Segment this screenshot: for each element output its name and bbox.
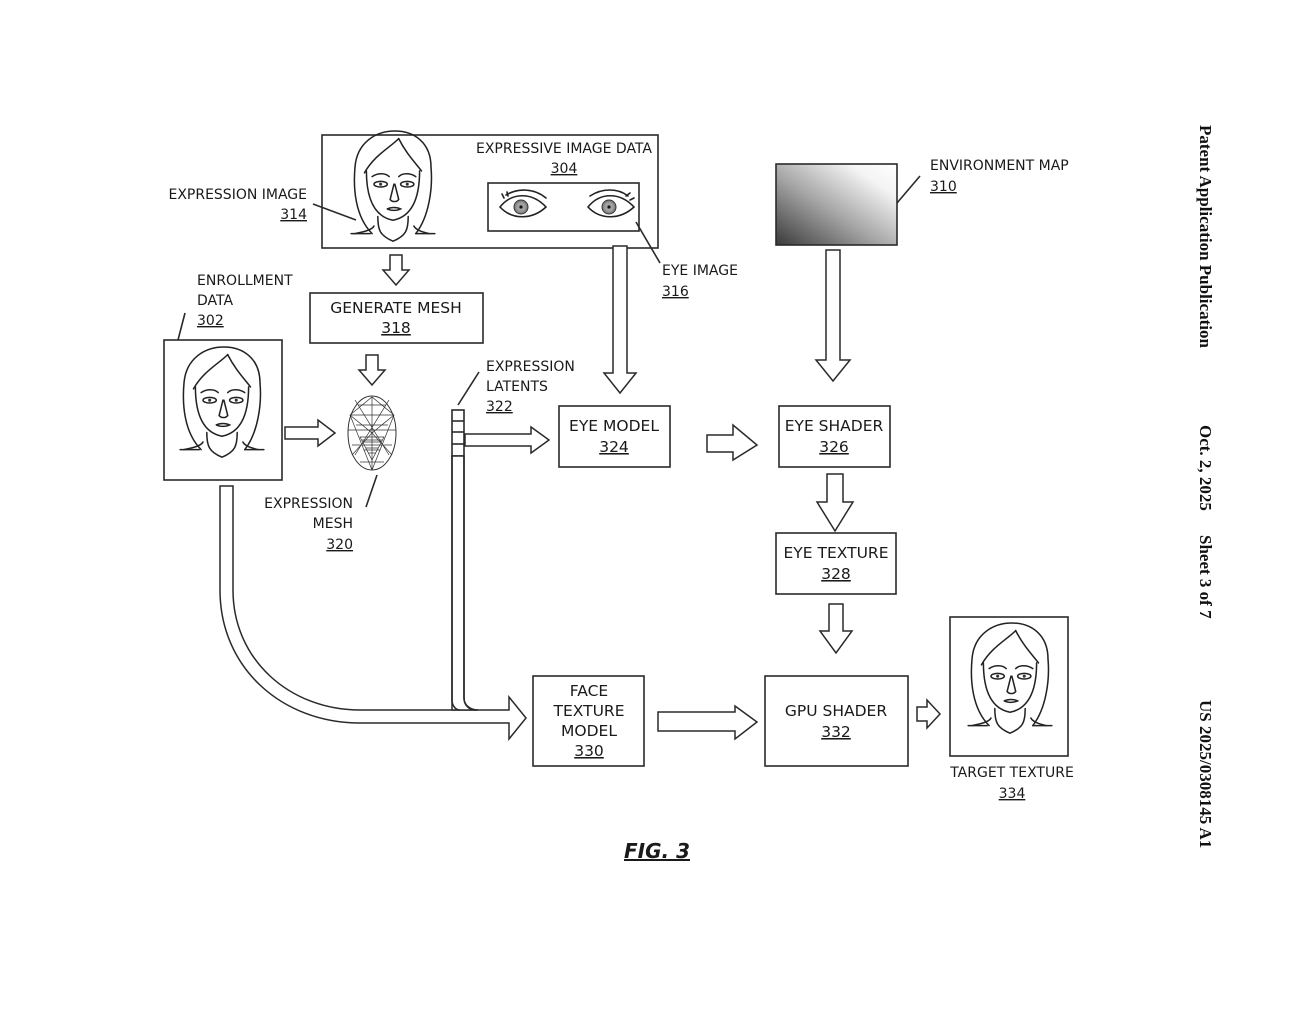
latents-down-shaft xyxy=(451,456,477,711)
expressive-image-data-label: EXPRESSIVE IMAGE DATA xyxy=(476,141,652,157)
arrow-latents-to-eye-model xyxy=(464,425,551,455)
face-texture-model-label-line1: FACE xyxy=(570,682,608,700)
arrow-eye-model-to-eye-shader xyxy=(706,423,759,462)
header-publication: Patent Application Publication xyxy=(1196,125,1215,348)
enrollment-data-label-line2: DATA xyxy=(197,293,233,309)
expressive-image-data-ref: 304 xyxy=(551,161,578,177)
expression-image-leader xyxy=(312,203,357,221)
expression-image-label: EXPRESSION IMAGE xyxy=(168,187,307,203)
header-number: US 2025/0308145 A1 xyxy=(1196,700,1215,848)
enrollment-data-leader xyxy=(177,312,186,341)
arrow-environment-map-to-eye-shader xyxy=(814,249,852,383)
expression-image-ref: 314 xyxy=(280,207,307,223)
arrow-gpu-shader-to-target-texture xyxy=(916,698,942,730)
header-sheet: Sheet 3 of 7 xyxy=(1196,535,1215,619)
enrollment-data-box xyxy=(163,339,283,481)
eye-shader-label: EYE SHADER xyxy=(785,417,884,435)
generate-mesh-ref: 318 xyxy=(381,319,411,337)
expression-mesh-image xyxy=(347,395,397,471)
expression-latents-label-line2: LATENTS xyxy=(486,379,548,395)
expression-latents-label-line1: EXPRESSION xyxy=(486,359,575,375)
gpu-shader-label: GPU SHADER xyxy=(785,702,887,720)
right-eye-drawing xyxy=(586,189,636,218)
arrow-eye-shader-to-eye-texture xyxy=(815,473,855,533)
generate-mesh-box xyxy=(309,292,484,344)
generate-mesh-label: GENERATE MESH xyxy=(330,299,462,317)
eye-image-leader xyxy=(635,221,661,264)
patent-header: Patent Application Publication Oct. 2, 2… xyxy=(1196,125,1215,848)
environment-map-ref: 310 xyxy=(930,179,957,195)
eye-image-ref: 316 xyxy=(662,284,689,300)
arrow-expression-to-generate-mesh xyxy=(381,254,411,287)
eye-texture-ref: 328 xyxy=(821,565,851,583)
arrow-face-texture-to-gpu-shader xyxy=(657,704,759,741)
figure-label: FIG. 3 xyxy=(624,839,690,863)
arrow-enrollment-to-face-texture-model xyxy=(219,485,527,742)
gpu-shader-ref: 332 xyxy=(821,723,851,741)
environment-map-image xyxy=(775,163,898,246)
arrow-eye-texture-to-gpu-shader xyxy=(818,603,854,655)
eye-image-label: EYE IMAGE xyxy=(662,263,738,279)
enrollment-data-ref: 302 xyxy=(197,313,224,329)
face-texture-model-box xyxy=(532,675,645,767)
eye-shader-ref: 326 xyxy=(819,438,849,456)
expression-latents-ref: 322 xyxy=(486,399,513,415)
expression-mesh-leader xyxy=(365,474,378,508)
face-texture-model-label-line2: TEXTURE xyxy=(553,702,625,720)
arrow-eye-image-to-eye-model xyxy=(602,245,638,395)
eye-model-ref: 324 xyxy=(599,438,629,456)
arrow-latents-to-face-texture-model xyxy=(451,455,479,711)
expression-mesh-label-line2: MESH xyxy=(313,516,353,532)
expression-latents-vector xyxy=(451,409,465,457)
environment-map-label: ENVIRONMENT MAP xyxy=(930,158,1069,174)
expression-mesh-ref: 320 xyxy=(326,537,353,553)
header-date: Oct. 2, 2025 xyxy=(1196,425,1215,511)
face-texture-model-ref: 330 xyxy=(574,742,604,760)
eye-model-label: EYE MODEL xyxy=(569,417,659,435)
eye-texture-label: EYE TEXTURE xyxy=(784,544,889,562)
face-texture-model-label-line3: MODEL xyxy=(561,722,617,740)
target-texture-label: TARGET TEXTURE xyxy=(949,765,1074,781)
expression-mesh-label-line1: EXPRESSION xyxy=(264,496,353,512)
environment-map-leader xyxy=(896,175,921,204)
eye-model-box xyxy=(558,405,671,468)
arrow-generate-mesh-to-mesh xyxy=(357,354,387,387)
eye-shader-box xyxy=(778,405,891,468)
left-eye-drawing xyxy=(498,189,548,218)
eye-texture-box xyxy=(775,532,897,595)
expression-latents-leader xyxy=(457,371,480,406)
gpu-shader-box xyxy=(764,675,909,767)
enrollment-data-label-line1: ENROLLMENT xyxy=(197,273,293,289)
target-texture-ref: 334 xyxy=(999,786,1026,802)
arrow-enrollment-to-mesh xyxy=(284,418,337,448)
